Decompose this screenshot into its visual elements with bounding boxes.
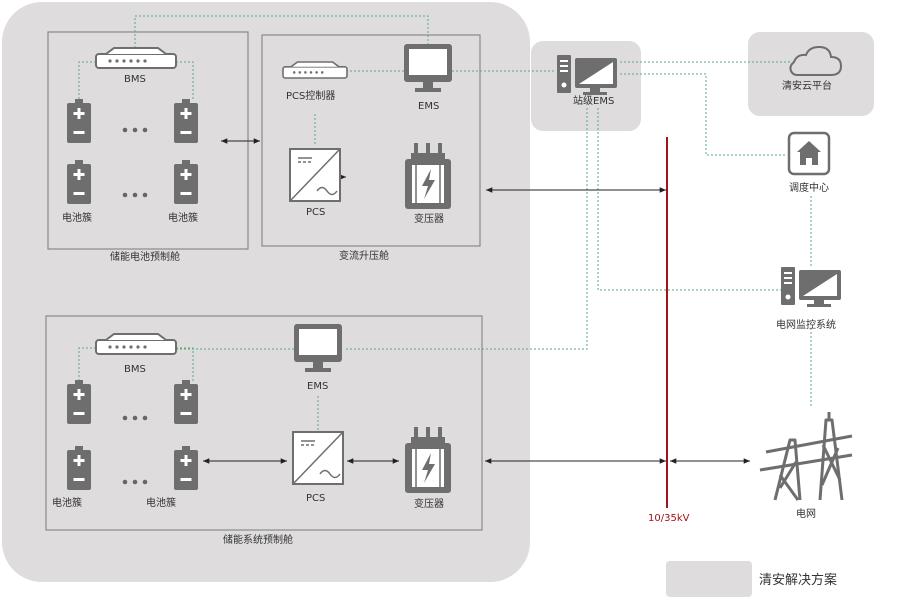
pcs-controller-label: PCS控制器: [286, 89, 335, 102]
ems-label: EMS: [418, 101, 439, 112]
legend-swatch: [666, 561, 752, 597]
battery-icon: [174, 160, 198, 204]
battery-cluster-label: 电池簇: [62, 211, 92, 224]
bms-label: BMS: [124, 364, 146, 375]
system-cabin-label: 储能系统预制舱: [223, 533, 293, 546]
battery-icon: [174, 380, 198, 424]
transmission-tower-icon: [759, 412, 853, 501]
system-cabin-frame: [45, 315, 483, 531]
battery-cabin-label: 储能电池预制舱: [110, 250, 180, 263]
ellipsis: [122, 127, 148, 198]
battery-icon: [67, 380, 91, 424]
ems-label: EMS: [307, 381, 328, 392]
battery-icon: [67, 160, 91, 204]
home-icon: [797, 141, 821, 165]
transformer-label: 变压器: [414, 212, 444, 225]
battery-cluster-label: 电池簇: [52, 496, 82, 509]
dispatch-center-label: 调度中心: [789, 181, 829, 194]
bms-label: BMS: [124, 74, 146, 85]
battery-icon: [174, 99, 198, 143]
grid-monitoring-label: 电网监控系统: [776, 318, 836, 331]
battery-icon: [174, 446, 198, 490]
transformer-label: 变压器: [414, 497, 444, 510]
pcs-converter-icon: [289, 148, 341, 202]
battery-icon: [67, 446, 91, 490]
server-computer-icon: [781, 267, 841, 307]
cloud-icon: [789, 45, 843, 76]
legend-label: 清安解决方案: [759, 572, 837, 588]
pcs-label: PCS: [306, 493, 325, 504]
battery-icon: [67, 99, 91, 143]
cloud-platform-label: 清安云平台: [782, 79, 832, 92]
solution-area: [2, 2, 530, 582]
battery-cluster-label: 电池簇: [146, 496, 176, 509]
ellipsis: [122, 415, 148, 485]
battery-cluster-label: 电池簇: [168, 211, 198, 224]
voltage-bus-label: 10/35kV: [648, 513, 690, 524]
pcs-converter-icon: [292, 431, 344, 485]
conversion-cabin-frame: [261, 34, 481, 247]
conversion-cabin-label: 变流升压舱: [339, 249, 389, 262]
pcs-label: PCS: [306, 207, 325, 218]
grid-label: 电网: [796, 507, 816, 520]
station-ems-label: 站级EMS: [573, 94, 614, 107]
